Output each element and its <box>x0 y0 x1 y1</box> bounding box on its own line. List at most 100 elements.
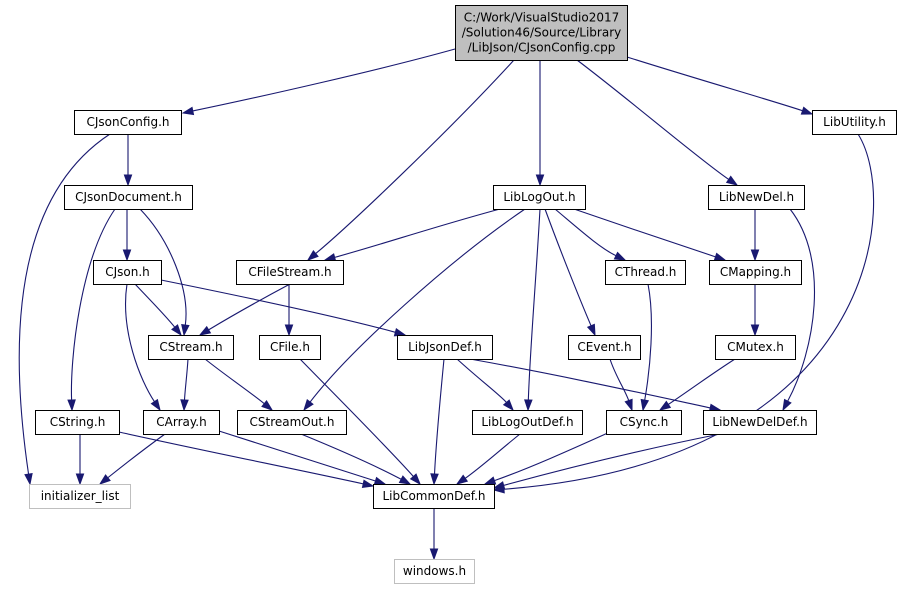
arrow-head-icon <box>150 398 161 412</box>
node-root[interactable]: C:/Work/VisualStudio2017/Solution46/Sour… <box>455 5 628 61</box>
node-label: CStreamOut.h <box>250 415 335 429</box>
arrow-head-icon <box>800 106 814 115</box>
node-cstream-h[interactable]: CStream.h <box>148 335 234 360</box>
edge-root-to-libnewdel_h <box>576 59 739 186</box>
arrow-head-icon <box>624 398 633 412</box>
arrow-head-icon <box>261 400 274 411</box>
arrow-head-icon <box>181 106 195 116</box>
node-cfilestream-h[interactable]: CFileStream.h <box>236 260 344 285</box>
edge-cjsonconfig_h-to-initializer_list <box>18 133 111 486</box>
edge-cstream_h-to-carray_h <box>180 358 189 412</box>
edge-cstring_h-to-initializer_list <box>75 433 85 486</box>
arrow-head-icon <box>284 324 294 337</box>
edge-line <box>494 431 611 482</box>
arrow-head-icon <box>306 249 319 261</box>
arrow-head-icon <box>323 253 337 262</box>
node-cstreamout-h[interactable]: CStreamOut.h <box>237 410 347 435</box>
edge-line <box>134 283 176 328</box>
arrow-head-icon <box>613 251 627 261</box>
node-cjsonconfig-h[interactable]: CJsonConfig.h <box>74 110 182 135</box>
node-cjsondocument-h[interactable]: CJsonDocument.h <box>64 185 193 210</box>
node-box <box>394 559 475 584</box>
edge-cstreamout_h-to-libcommondef_h <box>300 433 412 485</box>
edge-cstring_h-to-libcommondef_h <box>118 431 375 488</box>
edge-liblogout_h-to-cmapping_h <box>573 208 727 261</box>
node-label: CJson.h <box>105 265 150 279</box>
node-box <box>74 110 182 135</box>
edge-line <box>433 358 445 475</box>
arrow-head-icon <box>502 399 514 412</box>
edge-line <box>668 358 736 405</box>
edge-cthread_h-to-csync_h <box>640 283 652 412</box>
node-libutility-h[interactable]: LibUtility.h <box>812 110 897 135</box>
edge-cjson_h-to-carray_h <box>125 283 161 412</box>
node-label: CFileStream.h <box>248 265 331 279</box>
edge-line <box>160 279 396 333</box>
node-label: CArray.h <box>156 415 206 429</box>
node-windows-h: windows.h <box>394 559 475 584</box>
node-label: CJsonDocument.h <box>75 190 182 204</box>
edge-cstream_h-to-cstreamout_h <box>204 358 274 411</box>
edge-line <box>183 358 189 401</box>
arrow-head-icon <box>303 399 314 412</box>
node-libnewdeldef-h[interactable]: LibNewDelDef.h <box>703 410 817 435</box>
node-box <box>259 335 321 360</box>
edge-cjsondocument_h-to-cjson_h <box>122 209 132 262</box>
node-label: CMutex.h <box>727 340 784 354</box>
node-box <box>373 484 495 509</box>
node-cthread-h[interactable]: CThread.h <box>605 260 686 285</box>
node-libnewdel-h[interactable]: LibNewDel.h <box>708 185 805 210</box>
arrow-head-icon <box>98 474 111 485</box>
edge-liblogout_h-to-cthread_h <box>554 208 627 261</box>
edge-cevent_h-to-csync_h <box>609 358 633 412</box>
node-cevent-h[interactable]: CEvent.h <box>568 335 641 360</box>
node-carray-h[interactable]: CArray.h <box>143 410 220 435</box>
edge-cjsondocument_h-to-cstring_h <box>67 208 116 412</box>
node-box <box>455 5 628 61</box>
node-box <box>568 335 641 360</box>
arrow-head-icon <box>782 398 792 412</box>
node-label: CString.h <box>50 415 106 429</box>
node-box <box>237 410 347 435</box>
edge-line <box>544 208 592 327</box>
edge-line <box>554 208 617 257</box>
edge-csync_h-to-libcommondef_h <box>483 431 611 485</box>
edge-line <box>609 358 630 401</box>
edge-libnewdel_h-to-libnewdeldef_h <box>782 208 815 412</box>
arrow-head-icon <box>409 473 421 486</box>
node-cjson-h[interactable]: CJson.h <box>93 260 162 285</box>
node-label: LibUtility.h <box>823 115 886 129</box>
node-label: CFile.h <box>270 340 310 354</box>
edge-carray_h-to-initializer_list <box>98 433 166 485</box>
arrow-head-icon <box>483 476 497 485</box>
node-cmutex-h[interactable]: CMutex.h <box>715 335 796 360</box>
node-liblogoutdef-h[interactable]: LibLogOutDef.h <box>472 410 583 435</box>
node-csync-h[interactable]: CSync.h <box>606 410 682 435</box>
arrow-head-icon <box>725 175 739 186</box>
edge-line <box>464 433 521 479</box>
edge-line <box>299 358 414 477</box>
edge-line <box>456 358 507 403</box>
node-cfile-h[interactable]: CFile.h <box>259 335 321 360</box>
edge-line <box>573 208 716 258</box>
edge-line <box>107 433 166 479</box>
edge-root-to-libutility_h <box>626 56 814 115</box>
edge-line <box>125 283 155 402</box>
node-libjsondef-h[interactable]: LibJsonDef.h <box>397 335 493 360</box>
node-libcommondef-h[interactable]: LibCommonDef.h <box>373 484 495 509</box>
edge-line <box>787 208 815 402</box>
node-cstring-h[interactable]: CString.h <box>35 410 120 435</box>
node-box <box>236 260 344 285</box>
edge-line <box>503 433 721 486</box>
arrow-head-icon <box>123 174 133 187</box>
node-liblogout-h[interactable]: LibLogOut.h <box>493 185 586 210</box>
node-label: CEvent.h <box>577 340 631 354</box>
arrow-head-icon <box>535 174 545 187</box>
arrow-head-icon <box>430 473 439 486</box>
node-label: LibCommonDef.h <box>382 489 485 503</box>
node-label: LibNewDel.h <box>719 190 794 204</box>
edge-line <box>644 283 652 401</box>
node-cmapping-h[interactable]: CMapping.h <box>709 260 802 285</box>
arrow-head-icon <box>122 249 132 262</box>
node-box <box>143 410 220 435</box>
